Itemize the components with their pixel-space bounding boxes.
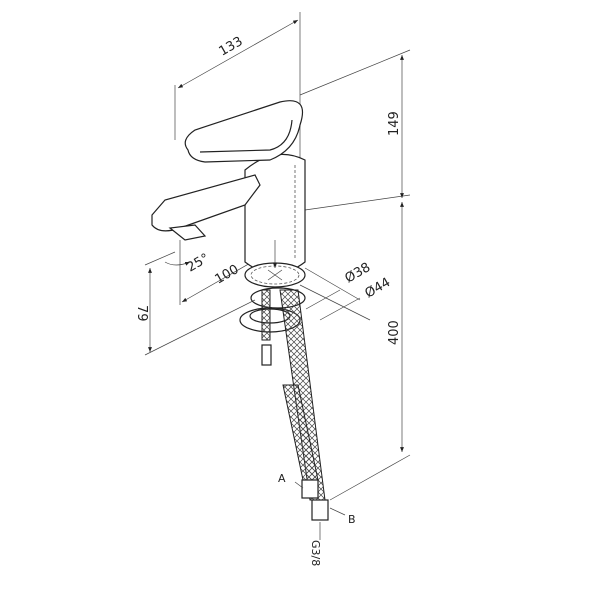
extension-lines: [144, 12, 411, 501]
dim-400: 400: [387, 320, 402, 345]
callout-thread: G3/8: [309, 540, 322, 566]
callout-b: B: [348, 513, 356, 526]
callout-a: A: [278, 472, 286, 485]
dim-dia38: Ø38: [343, 260, 374, 286]
dim-79: 79: [134, 305, 149, 322]
dim-133: 133: [217, 34, 246, 59]
dim-100: 100: [213, 262, 242, 287]
dim-dia44: Ø44: [363, 275, 394, 301]
dim-149: 149: [387, 111, 402, 136]
hoses: [261, 289, 346, 540]
dim-25deg: 25°: [185, 251, 212, 276]
